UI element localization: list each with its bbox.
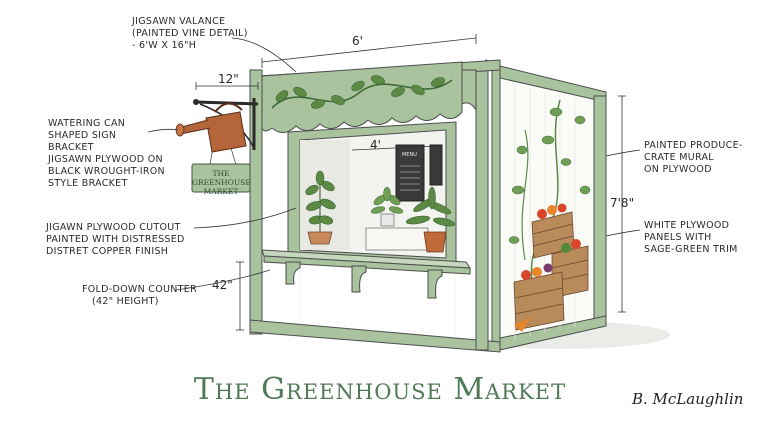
callout-valance: JIGSAWN VALANCE (PAINTED VINE DETAIL) - …	[132, 16, 248, 51]
potted-plant-right	[405, 186, 456, 253]
dimension-width-top: 6'	[352, 34, 363, 48]
potted-plant-left	[305, 170, 336, 245]
dimension-bracket-width: 12"	[218, 72, 239, 86]
menu-board-label: MENU	[402, 152, 417, 158]
callout-plywood-panels: WHITE PLYWOOD PANELS WITH SAGE-GREEN TRI…	[644, 220, 738, 255]
callout-plywood-cutout: JIGAWN PLYWOOD CUTOUT PAINTED WITH DISTR…	[46, 222, 185, 257]
callout-fold-down-counter: FOLD-DOWN COUNTER (42" HEIGHT)	[82, 284, 197, 307]
watering-can-cutout	[175, 102, 247, 153]
hanging-sign-text: THE GREENHOUSE MARKET	[192, 169, 251, 196]
dimension-window-width: 4'	[370, 138, 381, 152]
service-window	[287, 121, 457, 267]
callout-produce-mural: PAINTED PRODUCE- CRATE MURAL ON PLYWOOD	[644, 140, 743, 175]
potted-plant-center	[370, 186, 404, 227]
dimension-lines	[195, 34, 626, 331]
dimension-counter-height: 42"	[212, 278, 233, 292]
artist-signature: B. McLaughlin	[632, 390, 744, 408]
hanging-sign	[191, 163, 251, 193]
callout-sign-bracket: WATERING CAN SHAPED SIGN BRACKET JIGSAWN…	[48, 118, 165, 189]
fold-down-counter	[261, 249, 471, 299]
produce-crate-mural	[508, 99, 591, 332]
leader-lines	[147, 37, 641, 291]
dimension-booth-height: 7'8"	[610, 196, 635, 210]
jigsawn-valance	[261, 61, 477, 133]
page-title: The Greenhouse Market	[193, 372, 567, 407]
